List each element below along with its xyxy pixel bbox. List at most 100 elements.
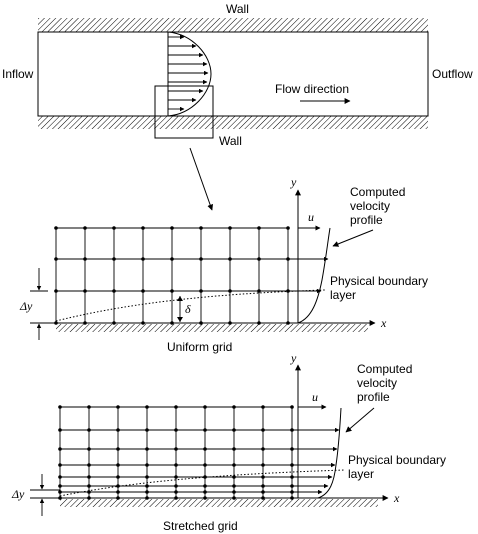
grid-node — [58, 428, 62, 432]
grid-node — [87, 428, 91, 432]
grid-node — [199, 289, 203, 293]
grid-node — [228, 289, 232, 293]
stretched-boundary-line1: Physical boundary — [348, 453, 446, 467]
uniform-grid-panel: x y u δ Δy Computed velocity profile Phy… — [19, 175, 428, 354]
grid-node — [58, 447, 62, 451]
uniform-y-label: y — [290, 175, 297, 189]
stretched-computed-line2: velocity — [357, 376, 397, 390]
grid-node — [145, 447, 149, 451]
grid-node — [58, 484, 62, 488]
stretched-grid-panel: x y u Δy Computed velocity profile Physi… — [11, 351, 446, 533]
uniform-grid-lines — [55, 227, 289, 324]
uniform-wall-hatch — [56, 324, 368, 332]
grid-node — [257, 226, 261, 230]
grid-node — [174, 475, 178, 479]
grid-node — [203, 490, 207, 494]
grid-node — [203, 475, 207, 479]
grid-node — [87, 447, 91, 451]
zoom-box — [154, 85, 214, 139]
stretched-boundary-layer-curve — [59, 469, 346, 497]
stretched-caption: Stretched grid — [163, 519, 238, 533]
wall-top-label: Wall — [226, 2, 249, 16]
grid-node — [170, 226, 174, 230]
grid-node — [116, 484, 120, 488]
grid-node — [290, 405, 294, 409]
grid-node — [199, 226, 203, 230]
uniform-computed-line3: profile — [350, 213, 383, 227]
grid-node — [261, 490, 265, 494]
grid-node — [83, 257, 87, 261]
uniform-computed-line1: Computed — [350, 185, 405, 199]
grid-node — [112, 289, 116, 293]
uniform-computed-pointer — [332, 229, 374, 247]
grid-node — [228, 226, 232, 230]
uniform-grid-nodes — [54, 226, 290, 325]
channel-panel: Wall Inflow Outflow Flow direction Wall — [2, 2, 473, 211]
grid-node — [54, 226, 58, 230]
grid-node — [228, 257, 232, 261]
stretched-computed-line3: profile — [357, 390, 390, 404]
grid-node — [257, 257, 261, 261]
uniform-computed-line2: velocity — [350, 199, 390, 213]
grid-node — [232, 463, 236, 467]
stretched-dy-label: Δy — [11, 487, 25, 501]
grid-node — [116, 490, 120, 494]
grid-node — [145, 490, 149, 494]
grid-node — [112, 257, 116, 261]
grid-node — [261, 463, 265, 467]
grid-node — [54, 289, 58, 293]
uniform-velocity-profile — [297, 227, 331, 324]
delta-arrowhead-down — [177, 317, 183, 322]
top-wall-hatch — [38, 18, 428, 32]
grid-node — [232, 484, 236, 488]
grid-node — [141, 226, 145, 230]
inflow-label: Inflow — [2, 67, 34, 81]
grid-node — [54, 257, 58, 261]
delta-arrowhead-up — [177, 296, 183, 301]
stretched-u-label: u — [312, 390, 318, 404]
stretched-grid-nodes — [58, 405, 294, 500]
grid-node — [116, 428, 120, 432]
uniform-caption: Uniform grid — [167, 340, 232, 354]
grid-node — [116, 475, 120, 479]
grid-node — [261, 405, 265, 409]
grid-node — [58, 490, 62, 494]
grid-node — [145, 463, 149, 467]
stretched-velocity-profile — [317, 407, 342, 499]
grid-node — [174, 405, 178, 409]
grid-node — [116, 463, 120, 467]
grid-node — [203, 405, 207, 409]
grid-node — [203, 447, 207, 451]
grid-node — [232, 428, 236, 432]
grid-node — [141, 289, 145, 293]
grid-node — [58, 475, 62, 479]
grid-node — [232, 475, 236, 479]
grid-node — [203, 428, 207, 432]
velocity-profile-curve — [167, 31, 212, 117]
grid-node — [58, 463, 62, 467]
stretched-computed-pointer — [345, 407, 375, 433]
grid-node — [203, 484, 207, 488]
grid-node — [261, 447, 265, 451]
velocity-arrows — [168, 34, 209, 112]
grid-node — [116, 405, 120, 409]
outflow-label: Outflow — [432, 67, 473, 81]
grid-node — [232, 447, 236, 451]
stretched-wall-hatch — [60, 499, 378, 507]
stretched-y-label: y — [290, 351, 297, 365]
channel-box — [37, 31, 429, 117]
grid-node — [261, 475, 265, 479]
grid-node — [145, 428, 149, 432]
flow-direction-label: Flow direction — [275, 82, 349, 96]
uniform-x-label: x — [380, 316, 387, 330]
uniform-dy-label: Δy — [19, 299, 33, 313]
stretched-computed-line1: Computed — [357, 362, 412, 376]
grid-node — [112, 226, 116, 230]
grid-node — [58, 405, 62, 409]
grid-node — [174, 484, 178, 488]
zoom-arrow — [189, 147, 214, 211]
uniform-u-label: u — [308, 210, 314, 224]
grid-node — [116, 447, 120, 451]
grid-node — [145, 484, 149, 488]
